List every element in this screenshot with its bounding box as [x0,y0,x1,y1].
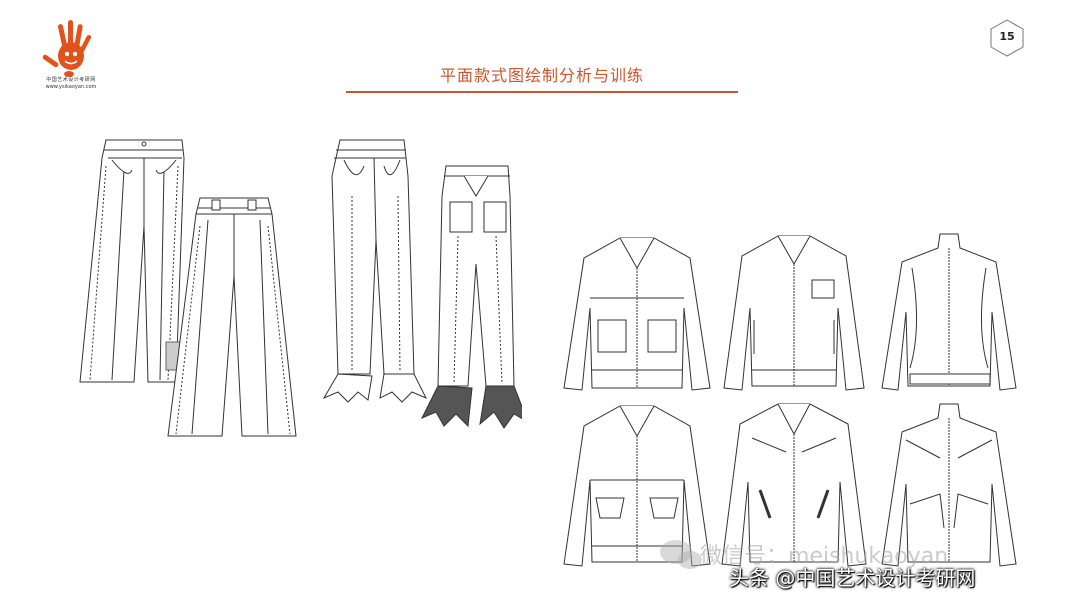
logo-url: www.ysikaoyan.com [45,84,97,90]
logo-tagline: 中国艺术设计考研网 [46,77,96,83]
flared-ruffle-pants-sketch [322,139,522,429]
page-number-badge [990,19,1024,57]
jacket-flats-sketch [563,233,1017,567]
hand-print-icon [42,20,92,77]
page-number: 15 [999,30,1015,43]
title-underline [346,91,738,93]
watermark-text: 微信号：meishukaoyan [700,544,949,569]
wide-leg-pants-sketch [79,139,297,437]
source-credit: 头条 @中国艺术设计考研网 [729,566,976,590]
slide-title: 平面款式图绘制分析与训练 [439,66,644,85]
wechat-icon [660,540,702,569]
